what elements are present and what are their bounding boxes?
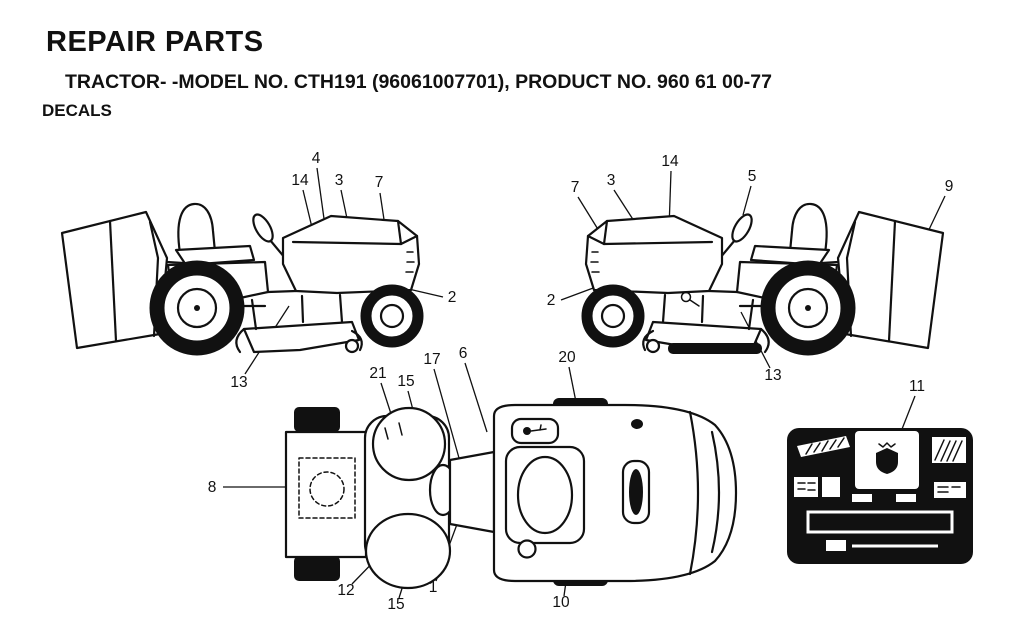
running-board — [668, 343, 762, 354]
steering-wheel-top — [371, 406, 447, 482]
callout-top-15a: 15 — [397, 373, 414, 390]
callout-right-9: 9 — [945, 178, 954, 195]
callout-top-6: 6 — [459, 345, 468, 362]
callout-left-14: 14 — [291, 172, 309, 189]
section-label: DECALS — [42, 101, 112, 120]
callout-right-5: 5 — [748, 168, 757, 185]
slot-detail — [621, 459, 651, 525]
callout-left-3: 3 — [335, 172, 344, 189]
model-number-line: TRACTOR- -MODEL NO. CTH191 (96061007701)… — [65, 71, 772, 93]
callout-top-12: 12 — [337, 582, 354, 599]
callout-right-7: 7 — [571, 179, 580, 196]
front-wheel-top-right — [294, 556, 340, 581]
callout-left-13: 13 — [230, 374, 247, 391]
page-title: REPAIR PARTS — [46, 26, 264, 58]
callout-panel-11: 11 — [909, 378, 925, 395]
figure-right-side-view: 7 3 14 5 9 2 13 — [547, 153, 954, 384]
callout-top-17: 17 — [423, 351, 440, 368]
callout-top-1: 1 — [429, 579, 438, 596]
callout-top-15b: 15 — [387, 596, 404, 613]
brand-shield — [855, 431, 919, 489]
front-wheel-top-left — [294, 407, 340, 432]
fuel-cap-dot — [631, 419, 643, 429]
dash-area — [510, 417, 560, 445]
callout-top-21: 21 — [369, 365, 386, 382]
body-connector — [448, 450, 496, 534]
small-cap — [517, 539, 537, 559]
callout-left-4: 4 — [312, 150, 321, 167]
seat-top — [504, 445, 586, 545]
front-chassis-box — [284, 430, 368, 559]
tractor-right — [586, 204, 943, 352]
ignition-key — [680, 291, 700, 307]
instruction-boxes — [794, 477, 966, 502]
callout-right-3: 3 — [607, 172, 616, 189]
callout-top-8: 8 — [208, 479, 217, 496]
dash-decal-plate — [787, 428, 973, 564]
callout-top-20: 20 — [558, 349, 576, 366]
figure-left-side-view: 4 14 3 7 2 13 — [62, 150, 456, 391]
right-hatch-box — [932, 437, 966, 463]
figure-dash-decal: 11 — [787, 378, 973, 564]
tractor-left — [62, 204, 419, 352]
callout-left-2: 2 — [448, 289, 457, 306]
left-hatch-strip — [797, 436, 850, 457]
callout-right-13: 13 — [764, 367, 781, 384]
callout-right-14: 14 — [661, 153, 679, 170]
callout-right-2: 2 — [547, 292, 556, 309]
steering-tunnel — [363, 406, 458, 590]
figure-top-view: 21 15 17 6 20 8 12 15 1 10 — [208, 345, 738, 613]
tractor-body-top — [492, 403, 738, 583]
panel-lower-details — [806, 510, 954, 551]
callout-left-7: 7 — [375, 174, 384, 191]
callout-top-10: 10 — [552, 594, 570, 611]
